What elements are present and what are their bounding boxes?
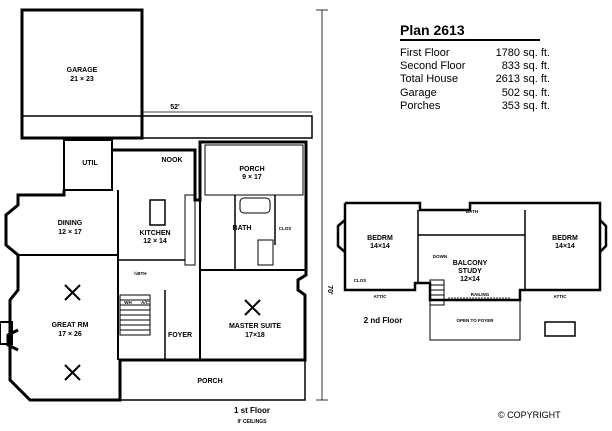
great-room-label: GREAT RM: [52, 322, 89, 329]
garage-overhang: [21, 115, 313, 139]
kitchen-label: KITCHEN: [139, 230, 170, 237]
tub: [239, 197, 271, 214]
bedrm-left-size: 14×14: [370, 243, 390, 250]
garage-outline: [20, 8, 144, 140]
stat-value: 833 sq. ft.: [501, 60, 550, 73]
dining-label: DINING: [58, 220, 83, 227]
stat-row: Total House 2613 sq. ft.: [400, 73, 550, 86]
porch-front: [119, 359, 306, 401]
ceiling-fan-icon: [64, 284, 261, 381]
stat-label: Total House: [400, 73, 459, 86]
half-bath-label: ½BTH: [133, 270, 146, 276]
porch-rear-label: PORCH: [239, 166, 264, 173]
wh-label: WH: [124, 300, 132, 305]
great-room-size: 17 × 26: [58, 331, 82, 338]
second-floor-bay-right: [599, 219, 608, 253]
stat-row: Garage 502 sq. ft.: [400, 87, 550, 100]
garage-label: GARAGE: [67, 67, 98, 74]
stat-row: First Floor 1780 sq. ft.: [400, 47, 550, 60]
master-suite-size: 17×18: [245, 332, 265, 339]
bedrm-left-label: BEDRM: [367, 235, 393, 242]
stat-row: Porches 353 sq. ft.: [400, 100, 550, 113]
nook-label: NOOK: [162, 157, 183, 164]
second-floor-bay-left: [336, 219, 346, 253]
copyright-notice: © COPYRIGHT: [498, 410, 561, 420]
plan-stats-panel: Plan 2613 First Floor 1780 sq. ft. Secon…: [400, 22, 550, 113]
stat-value: 502 sq. ft.: [501, 86, 550, 99]
porch-rear-size: 9 × 17: [242, 174, 262, 181]
porch-rear: [204, 144, 304, 196]
dining-size: 12 × 17: [58, 229, 82, 236]
ac-label: A/C: [141, 300, 150, 305]
stat-label: Porches: [400, 99, 441, 112]
util-label: UTIL: [82, 160, 98, 167]
clos-2nd-label: CLOS: [354, 278, 367, 283]
master-suite-label: MASTER SUITE: [229, 323, 281, 330]
open-to-foyer: [429, 299, 521, 341]
foyer-label: FOYER: [168, 332, 192, 339]
stat-value: 2613 sq. ft.: [495, 73, 550, 86]
dim-width-label: 52': [170, 104, 180, 111]
railing-label: RAILING: [471, 292, 490, 297]
study-label: STUDY: [458, 268, 482, 275]
open-to-foyer-label: OPEN TO FOYER: [457, 318, 495, 323]
attic-right-label: ATTIC: [554, 294, 568, 299]
bath-label: BATH: [233, 225, 252, 232]
stat-value: 353 sq. ft.: [501, 99, 550, 112]
kitchen-counter: [184, 194, 196, 266]
kitchen-island: [149, 199, 166, 226]
bedrm-right-size: 14×14: [555, 243, 575, 250]
second-floor-caption: 2 nd Floor: [364, 316, 403, 325]
bath-2nd-label: BATH: [466, 209, 478, 214]
balcony-size: 12×14: [460, 276, 480, 283]
dim-depth-label: 70': [326, 285, 333, 295]
garage-size: 21 × 23: [70, 76, 94, 83]
first-floor-caption: 1 st Floor: [234, 406, 270, 415]
down-label: DOWN: [433, 254, 447, 259]
first-floor-subcaption: 9' CEILINGS: [238, 419, 268, 425]
fireplace: [0, 321, 13, 345]
stat-label: First Floor: [400, 47, 450, 59]
porch-front-label: PORCH: [197, 378, 222, 385]
stat-label: Garage: [400, 86, 437, 99]
stat-value: 1780 sq. ft.: [495, 47, 550, 59]
second-floor-outline: [343, 201, 602, 302]
attic-left-label: ATTIC: [374, 294, 388, 299]
shower: [257, 239, 274, 266]
attic-access: [544, 321, 576, 337]
kitchen-size: 12 × 14: [143, 238, 167, 245]
stat-row: Second Floor 833 sq. ft.: [400, 60, 550, 73]
clos-label: CLOS: [279, 226, 292, 231]
balcony-label: BALCONY: [453, 260, 488, 267]
util-outline: [63, 139, 113, 191]
stat-label: Second Floor: [400, 60, 466, 73]
stairs-first-floor: [119, 294, 151, 336]
plan-title: Plan 2613: [400, 22, 540, 41]
bedrm-right-label: BEDRM: [552, 235, 578, 242]
